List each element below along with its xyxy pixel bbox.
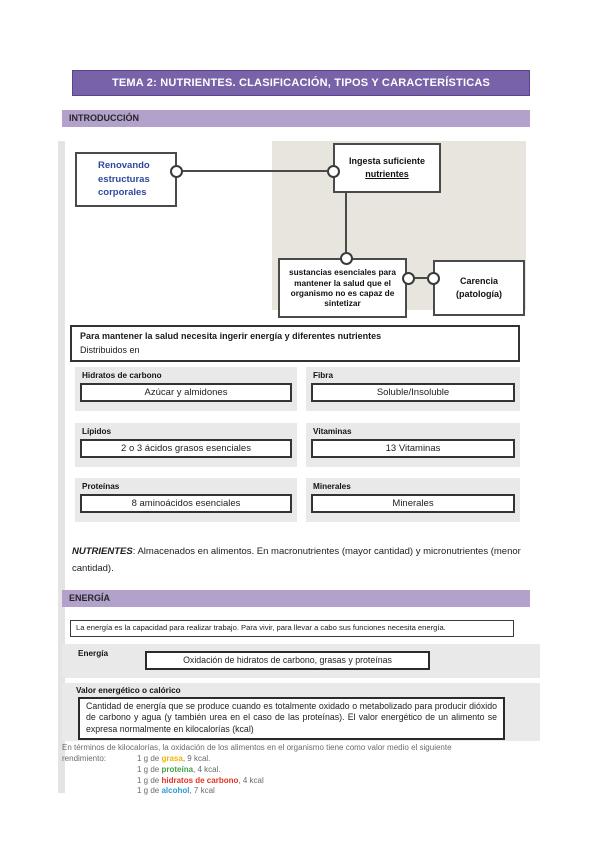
kcal-item-grasa: 1 g de grasa, 9 kcal. <box>137 754 264 765</box>
kcal-item-hidratos: 1 g de hidratos de carbono, 4 kcal <box>137 776 264 787</box>
nutrient-card-label: Vitaminas <box>313 427 352 436</box>
energia-definition-box: La energía es la capacidad para realizar… <box>70 620 514 637</box>
kcal-item-prefix: 1 g de <box>137 754 162 763</box>
concept-diagram: Renovando estructuras corporales Ingesta… <box>62 140 530 320</box>
kcal-item-suffix: , 4 kcal. <box>193 764 221 774</box>
connector-node-icon <box>327 165 340 178</box>
kcal-item-prefix: 1 g de <box>137 764 162 774</box>
kcal-list-section: rendimiento: 1 g de grasa, 9 kcal. 1 g d… <box>62 754 534 797</box>
nutrient-card-label: Proteínas <box>82 482 120 491</box>
nutrientes-note-text: : Almacenados en alimentos. En macronutr… <box>72 546 521 574</box>
kcal-list: 1 g de grasa, 9 kcal. 1 g de proteína, 4… <box>137 754 264 797</box>
nutrient-card-proteinas: Proteínas 8 aminoácidos esenciales <box>75 478 297 522</box>
kcal-item-suffix: , 4 kcal <box>238 775 264 785</box>
nutrient-card-value: Minerales <box>311 494 515 513</box>
nutrient-card-hidratos: Hidratos de carbono Azúcar y almidones <box>75 367 297 411</box>
valor-energetico-header: Valor energético o calórico <box>76 686 181 695</box>
connector-line-horizontal-2 <box>414 277 427 279</box>
connector-node-icon <box>170 165 183 178</box>
nutrient-card-label: Fibra <box>313 371 334 380</box>
section-header-introduccion: INTRODUCCIÓN <box>62 110 530 127</box>
kcal-item-term: proteína <box>161 764 194 774</box>
nutrient-card-label: Minerales <box>313 482 351 491</box>
salud-box-line2: Distribuidos en <box>80 344 140 355</box>
kcal-item-prefix: 1 g de <box>137 775 162 785</box>
nutrient-card-value: 2 o 3 ácidos grasos esenciales <box>80 439 292 458</box>
diagram-box-renovando: Renovando estructuras corporales <box>75 152 177 207</box>
diagram-box-ingesta: Ingesta suficiente nutrientes <box>333 143 441 193</box>
page-title: TEMA 2: NUTRIENTES. CLASIFICACIÓN, TIPOS… <box>111 77 491 89</box>
nutrient-card-label: Lípidos <box>82 427 112 436</box>
energia-card: Energía Oxidación de hidratos de carbono… <box>62 644 540 678</box>
ingesta-line2: nutrientes <box>365 169 409 179</box>
kcal-item-term: alcohol <box>161 786 190 796</box>
nutrient-card-label: Hidratos de carbono <box>82 371 162 380</box>
kcal-item-alcohol: 1 g de alcohol, 7 kcal <box>137 786 264 797</box>
connector-node-icon <box>427 272 440 285</box>
connector-node-icon <box>340 252 353 265</box>
diagram-box-sustancias: sustancias esenciales para mantener la s… <box>278 258 407 318</box>
nutrient-card-value: 8 aminoácidos esenciales <box>80 494 292 513</box>
connector-node-icon <box>402 272 415 285</box>
kcal-item-proteina: 1 g de proteína, 4 kcal. <box>137 765 264 776</box>
valor-energetico-text-box: Cantidad de energía que se produce cuand… <box>78 697 505 741</box>
page-title-banner: TEMA 2: NUTRIENTES. CLASIFICACIÓN, TIPOS… <box>72 70 530 96</box>
nutrient-card-fibra: Fibra Soluble/Insoluble <box>306 367 520 411</box>
salud-box-line1: Para mantener la salud necesita ingerir … <box>80 331 382 341</box>
kcal-label: rendimiento: <box>62 754 107 763</box>
energia-label: Energía <box>78 649 109 658</box>
valor-energetico-card: Valor energético o calórico Cantidad de … <box>62 683 540 741</box>
nutrient-card-vitaminas: Vitaminas 13 Vitaminas <box>306 423 520 467</box>
kcal-item-term: grasa <box>161 754 183 763</box>
energia-oxidation-box: Oxidación de hidratos de carbono, grasas… <box>145 651 430 670</box>
ingesta-line1: Ingesta suficiente <box>348 155 426 166</box>
kcal-item-suffix: , 7 kcal <box>189 786 215 796</box>
salud-requirement-box: Para mantener la salud necesita ingerir … <box>70 325 520 362</box>
kcal-item-term: hidratos de carbono <box>161 775 239 785</box>
section-header-energia: ENERGÍA <box>62 590 530 607</box>
nutrientes-note-lead: NUTRIENTES <box>72 546 133 557</box>
nutrient-card-value: Azúcar y almidones <box>80 383 292 402</box>
nutrient-card-lipidos: Lípidos 2 o 3 ácidos grasos esenciales <box>75 423 297 467</box>
left-margin-strip <box>58 141 65 793</box>
kcal-item-prefix: 1 g de <box>137 786 162 796</box>
connector-line-horizontal-1 <box>182 170 327 172</box>
nutrientes-note: NUTRIENTES: Almacenados en alimentos. En… <box>72 544 524 577</box>
kcal-intro-text: En términos de kilocalorías, la oxidació… <box>62 743 452 752</box>
kcal-item-suffix: , 9 kcal. <box>182 754 211 763</box>
nutrient-card-value: 13 Vitaminas <box>311 439 515 458</box>
nutrient-card-value: Soluble/Insoluble <box>311 383 515 402</box>
nutrient-card-minerales: Minerales Minerales <box>306 478 520 522</box>
diagram-box-carencia: Carencia (patología) <box>433 260 525 316</box>
connector-line-vertical <box>345 193 347 252</box>
